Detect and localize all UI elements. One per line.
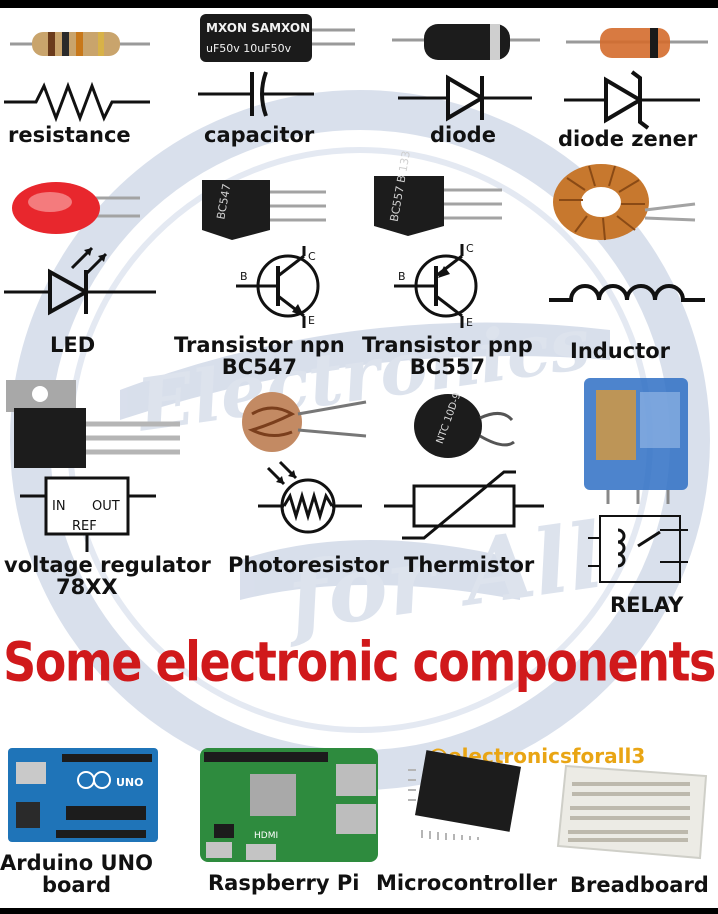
svg-text:E: E xyxy=(466,316,473,329)
svg-text:E: E xyxy=(308,314,315,327)
zener-diode-icon xyxy=(564,28,708,130)
label-thermistor: Thermistor xyxy=(404,553,535,577)
label-diode: diode xyxy=(430,123,496,147)
label-breadboard: Breadboard xyxy=(570,873,709,897)
capacitor-icon: MXON SAMXON uF50v 10uF50v xyxy=(198,14,355,117)
led-icon xyxy=(4,182,156,316)
transistor-pnp-icon: BC557 B 133 B C E xyxy=(374,150,502,329)
top-border xyxy=(0,0,718,8)
svg-text:uF50v 10uF50v: uF50v 10uF50v xyxy=(206,42,292,55)
svg-text:C: C xyxy=(466,242,474,255)
headline: Some electronic components xyxy=(3,630,716,694)
raspberry-pi-icon: HDMI xyxy=(200,748,378,862)
label-raspberry-pi: Raspberry Pi xyxy=(208,871,360,895)
photoresistor-icon xyxy=(242,392,367,534)
svg-text:B: B xyxy=(398,270,406,283)
label-inductor: Inductor xyxy=(570,339,671,363)
svg-text:MXON SAMXON: MXON SAMXON xyxy=(206,21,310,35)
label-diode-zener: diode zener xyxy=(558,127,698,151)
label-photoresistor: Photoresistor xyxy=(228,553,389,577)
transistor-npn-icon: BC547 B C E xyxy=(202,180,326,328)
label-voltage-regulator: voltage regulator 78XX xyxy=(4,553,211,599)
inductor-icon xyxy=(549,164,705,302)
arduino-board-icon: UNO xyxy=(8,748,158,842)
resistor-icon xyxy=(4,32,150,123)
label-relay: RELAY xyxy=(610,593,684,617)
breadboard-icon xyxy=(556,764,708,860)
relay-icon xyxy=(584,378,688,583)
svg-text:UNO: UNO xyxy=(116,776,144,789)
bottom-border xyxy=(0,908,718,914)
svg-text:C: C xyxy=(308,250,316,263)
label-microcontroller: Microcontroller xyxy=(376,871,557,895)
svg-text:BC547: BC547 xyxy=(214,183,233,221)
label-transistor-pnp: Transistor pnp BC557 xyxy=(362,333,533,379)
svg-text:REF: REF xyxy=(72,519,97,534)
label-transistor-npn: Transistor npn BC547 xyxy=(174,333,345,379)
diode-icon xyxy=(392,24,540,122)
microcontroller-icon xyxy=(408,750,522,840)
svg-text:B: B xyxy=(240,270,248,283)
svg-text:OUT: OUT xyxy=(92,499,120,514)
label-led: LED xyxy=(50,333,96,357)
label-capacitor: capacitor xyxy=(204,123,315,147)
label-arduino: Arduino UNO board xyxy=(0,851,153,897)
voltage-regulator-icon: IN OUT REF xyxy=(6,380,180,552)
svg-text:HDMI: HDMI xyxy=(254,831,278,841)
thermistor-icon: NTC 10D-9 xyxy=(384,391,544,540)
svg-text:IN: IN xyxy=(52,499,66,514)
label-resistance: resistance xyxy=(8,123,131,147)
